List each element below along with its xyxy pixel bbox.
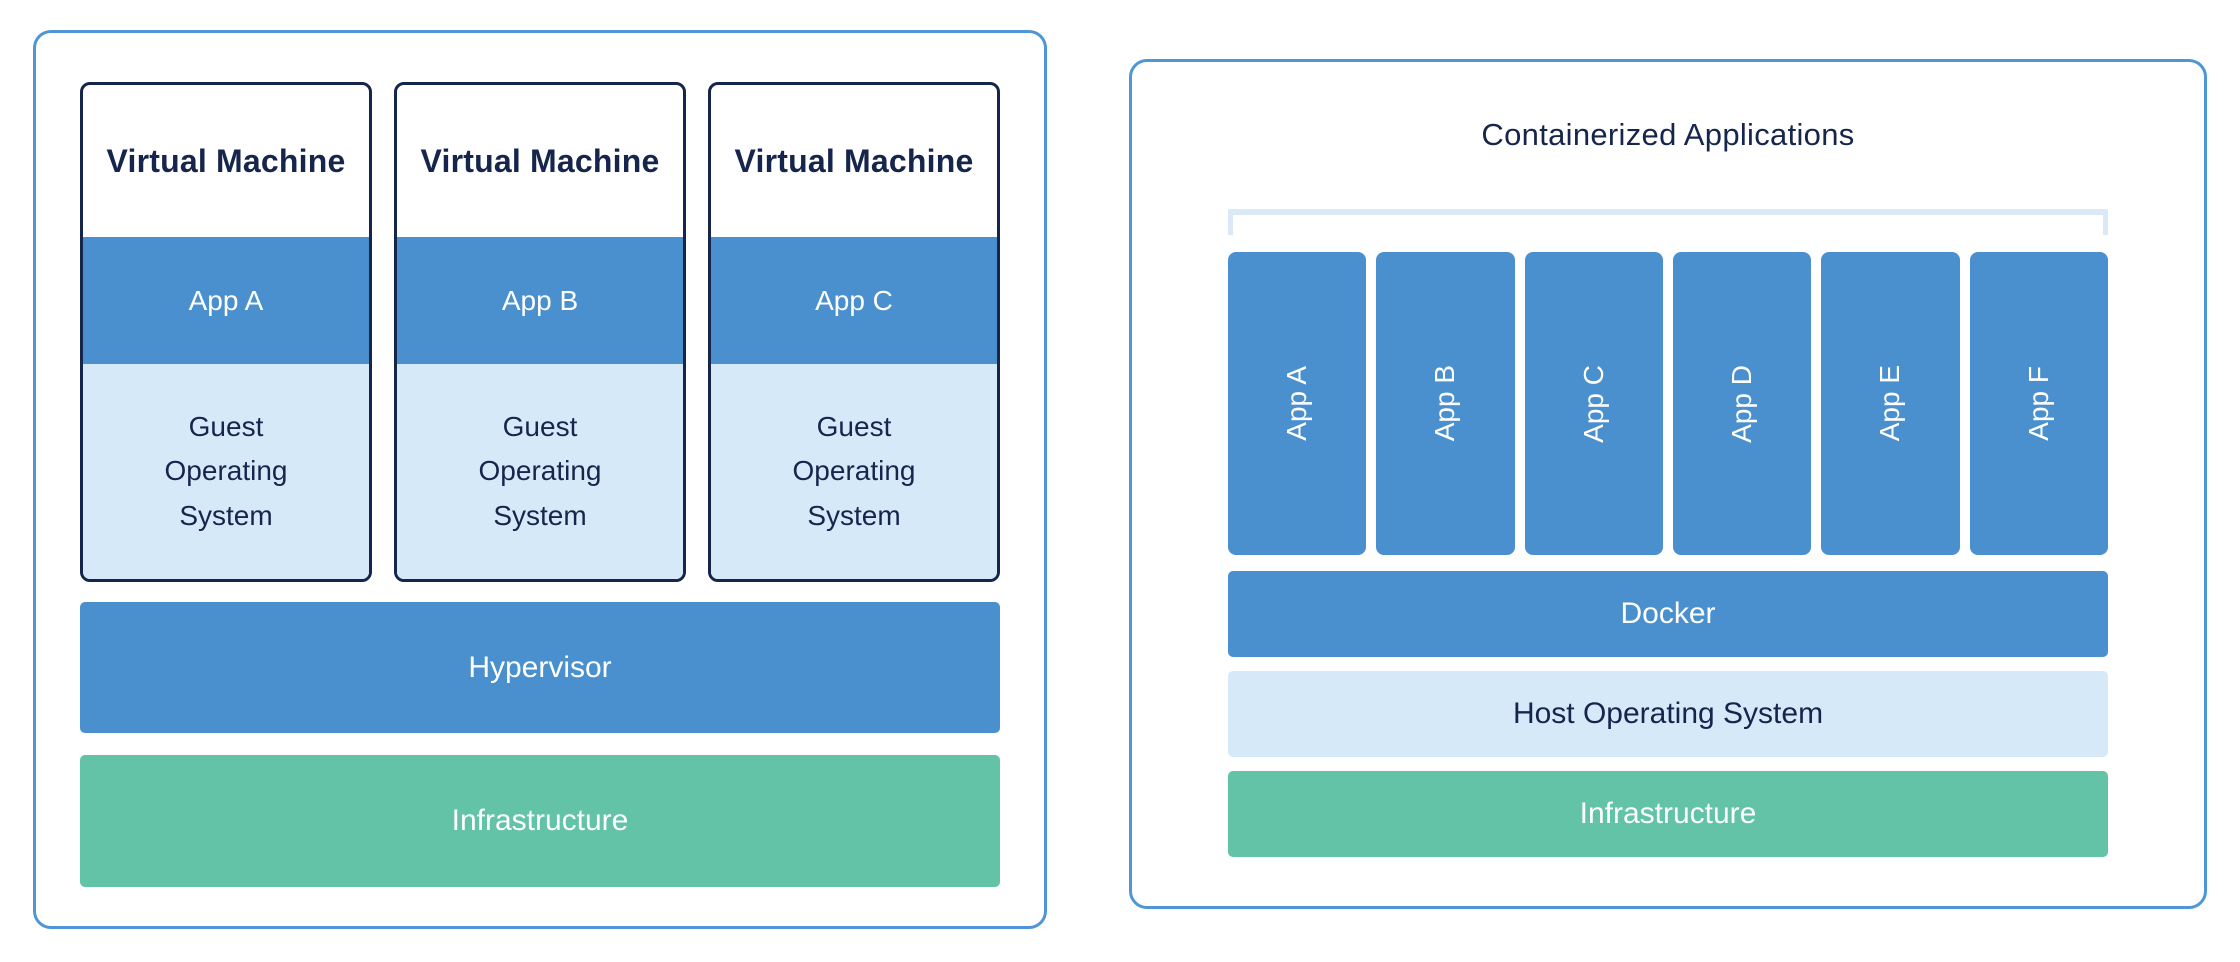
infrastructure-layer-right: Infrastructure — [1228, 771, 2108, 857]
vm-title: Virtual Machine — [106, 142, 346, 179]
containers-panel: Containerized Applications App A App B A… — [1129, 59, 2207, 909]
infrastructure-layer-left: Infrastructure — [80, 755, 1000, 887]
container-label: App D — [1726, 364, 1758, 443]
container-label: App A — [1281, 366, 1313, 441]
host-os-layer: Host Operating System — [1228, 671, 2108, 757]
container-label: App B — [1429, 365, 1461, 442]
guest-os-label: Guest Operating System — [478, 411, 602, 531]
vm-app-block: App C — [711, 237, 997, 364]
vm-title: Virtual Machine — [734, 142, 974, 179]
vm-title: Virtual Machine — [420, 142, 660, 179]
guest-os-block: Guest Operating System — [83, 364, 369, 579]
vm-app-block: App A — [83, 237, 369, 364]
vm-box-b: Virtual Machine App B Guest Operating Sy… — [394, 82, 686, 582]
container-app-f: App F — [1969, 252, 2108, 555]
vm-box-a: Virtual Machine App A Guest Operating Sy… — [80, 82, 372, 582]
vm-row: Virtual Machine App A Guest Operating Sy… — [80, 82, 1000, 582]
virtual-machines-panel: Virtual Machine App A Guest Operating Sy… — [33, 30, 1047, 929]
vm-app-block: App B — [397, 237, 683, 364]
hypervisor-layer: Hypervisor — [80, 602, 1000, 733]
container-row: App A App B App C App D App E App F — [1228, 252, 2108, 555]
vm-box-c: Virtual Machine App C Guest Operating Sy… — [708, 82, 1000, 582]
guest-os-label: Guest Operating System — [792, 411, 916, 531]
container-app-b: App B — [1376, 252, 1515, 555]
container-label: App F — [2022, 366, 2054, 441]
containers-bracket — [1228, 209, 2108, 235]
docker-layer: Docker — [1228, 571, 2108, 657]
container-label: App E — [1874, 365, 1906, 442]
container-label: App C — [1577, 364, 1609, 443]
guest-os-block: Guest Operating System — [397, 364, 683, 579]
guest-os-block: Guest Operating System — [711, 364, 997, 579]
container-app-d: App D — [1672, 252, 1812, 555]
container-app-c: App C — [1524, 252, 1663, 555]
container-app-a: App A — [1228, 252, 1367, 555]
containers-panel-title: Containerized Applications — [1481, 117, 1855, 152]
container-app-e: App E — [1821, 252, 1960, 555]
guest-os-label: Guest Operating System — [164, 411, 288, 531]
